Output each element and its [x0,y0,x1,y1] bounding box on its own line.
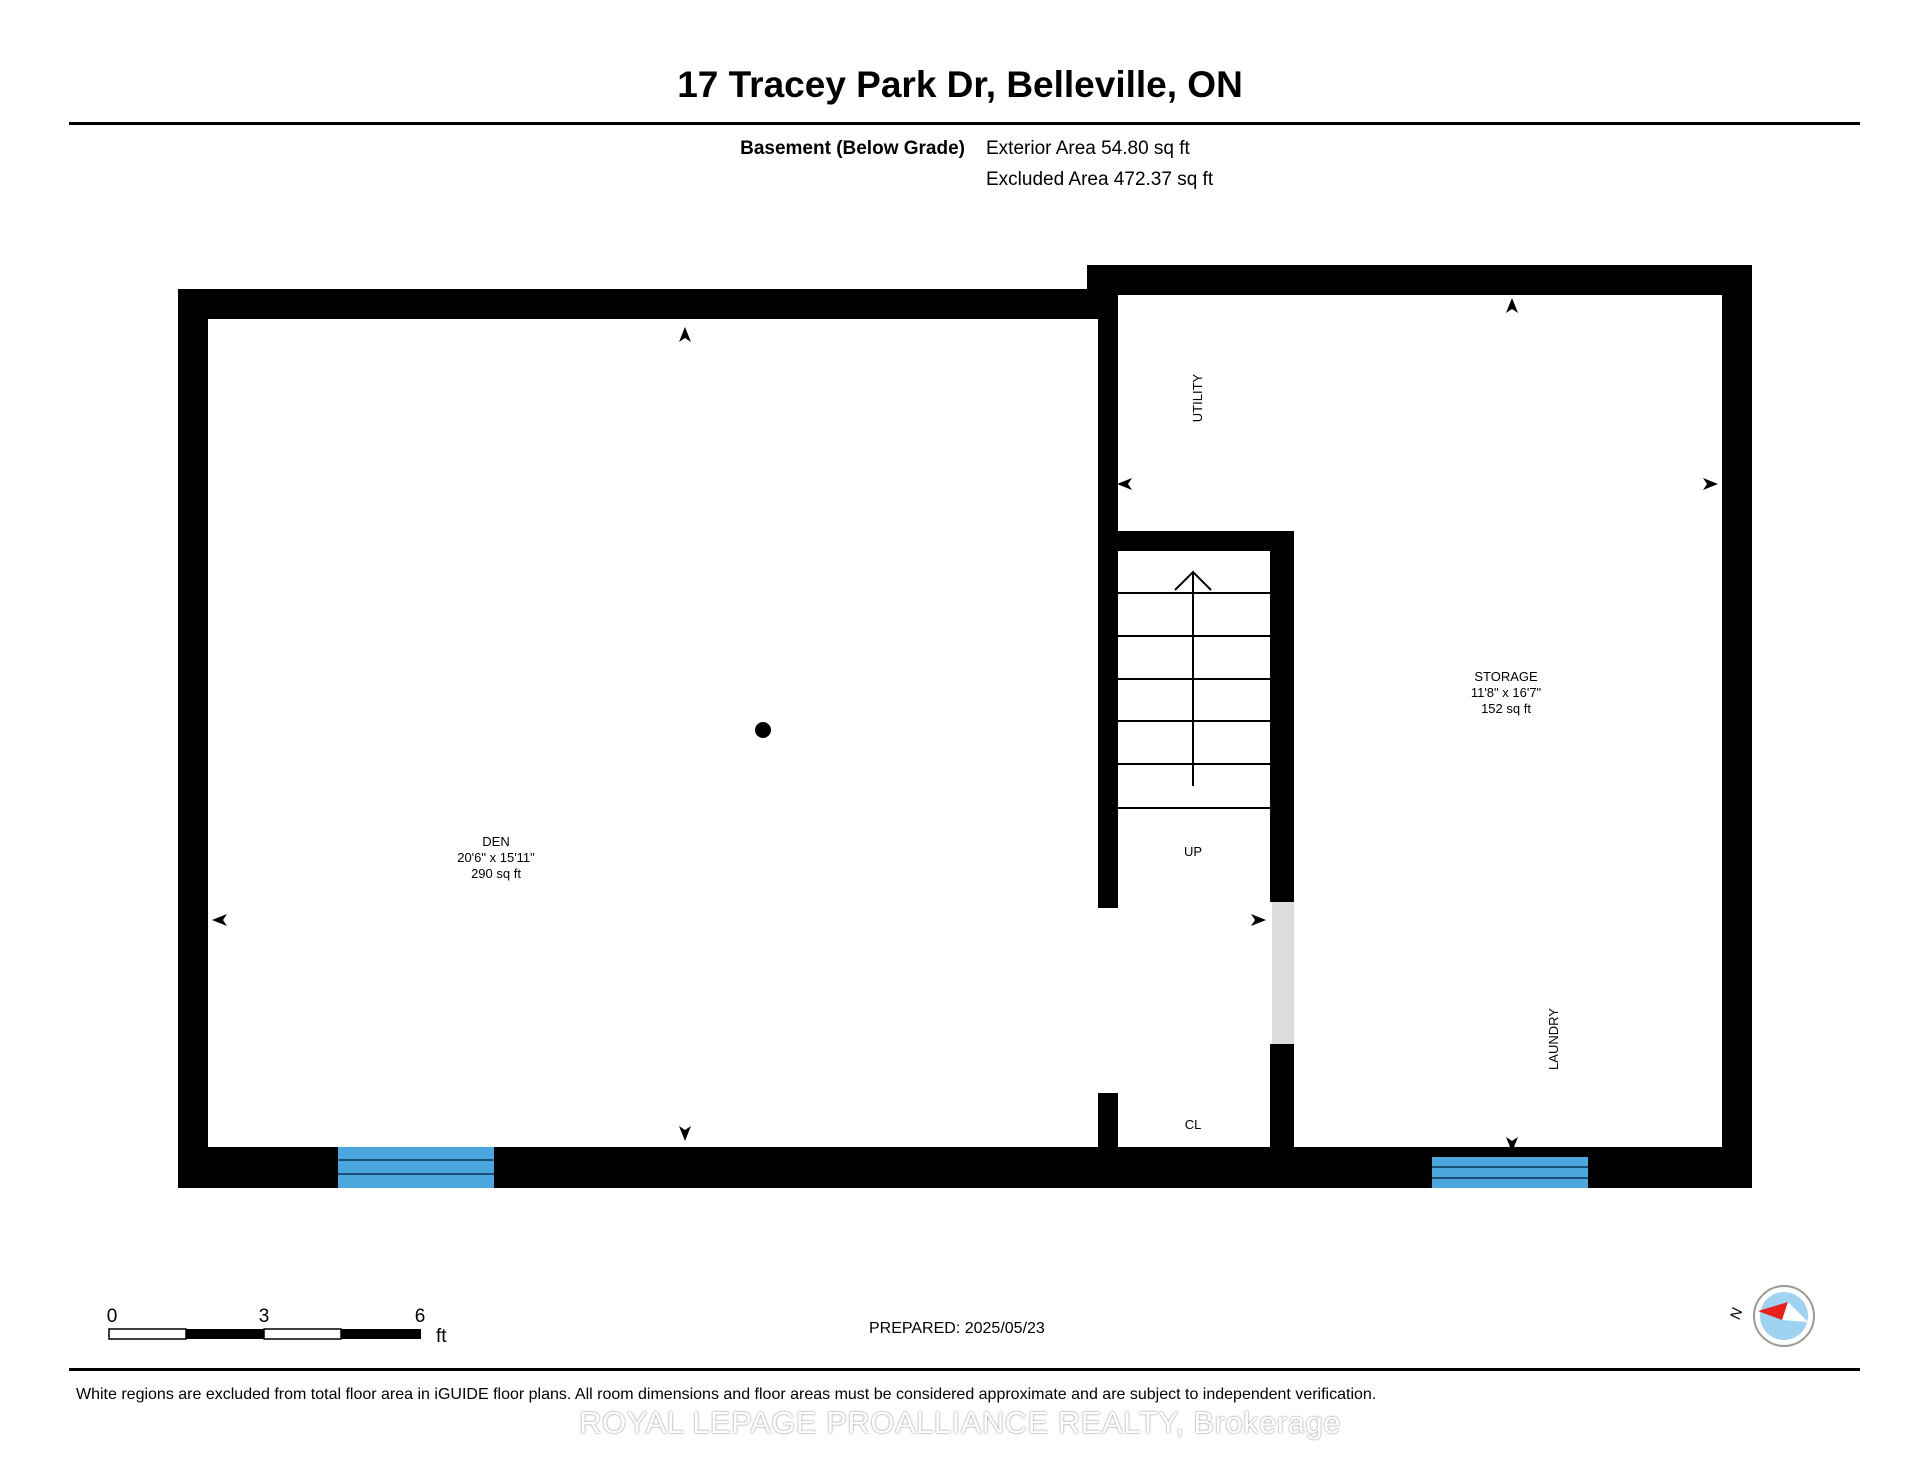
arrow-down-icon [1506,1137,1518,1152]
compass-icon: N [1727,1285,1815,1347]
scale-tick-6: 6 [415,1306,426,1327]
wall-stair-right-upper [1270,531,1294,902]
storage-dims: 11'8" x 16'7" [1471,685,1542,700]
wall-den-top [178,289,1098,319]
storage-name: STORAGE [1474,669,1538,684]
scale-bar: 0 3 6 ft [107,1306,448,1347]
arrow-down-icon [679,1126,691,1141]
excluded-area: Excluded Area 472.37 sq ft [986,169,1214,190]
wall-storage-top [1087,265,1752,295]
storage-label: STORAGE 11'8" x 16'7" 152 sq ft [1471,669,1542,716]
arrow-left-icon [1117,478,1132,490]
scale-tick-0: 0 [107,1306,118,1327]
property-title: 17 Tracey Park Dr, Belleville, ON [677,64,1243,105]
up-label: UP [1184,844,1202,859]
stair-up-arrow-icon [1174,570,1212,786]
arrow-right-icon [1703,478,1718,490]
scale-tick-3: 3 [259,1306,270,1327]
exterior-area: Exterior Area 54.80 sq ft [986,138,1190,159]
den-dims: 20'6" x 15'11" [457,850,535,865]
floor-area [208,318,1101,1147]
footer-divider [69,1368,1860,1371]
closet-label: CL [1185,1117,1202,1132]
compass-north-label: N [1727,1306,1746,1321]
header-divider [69,122,1860,125]
dimension-markers [212,298,1718,1152]
storage-area: 152 sq ft [1481,701,1531,716]
wall-closet-bottom [1118,1157,1294,1169]
arrow-right-icon [1251,914,1266,926]
viewpoint-dot-icon [755,722,771,738]
laundry-label: LAUNDRY [1546,1008,1561,1070]
prepared-date: PREPARED: 2025/05/23 [869,1320,1045,1337]
den-name: DEN [482,834,509,849]
walls [178,265,1752,1188]
den-label: DEN 20'6" x 15'11" 290 sq ft [457,834,535,881]
den-area: 290 sq ft [471,866,521,881]
utility-label: UTILITY [1190,373,1205,422]
arrow-up-icon [679,327,691,342]
door-opening [1272,902,1294,1044]
scale-unit: ft [436,1326,447,1347]
wall-partition-upper [1098,289,1118,908]
arrow-left-icon [212,914,227,926]
brokerage-watermark: ROYAL LEPAGE PROALLIANCE REALTY, Brokera… [579,1405,1341,1440]
wall-storage-right [1722,265,1752,1188]
wall-stair-top [1098,531,1294,551]
arrow-up-icon [1506,298,1518,313]
window-den [338,1147,494,1188]
wall-den-left [178,289,208,1188]
wall-partition-lower [1098,1093,1118,1149]
window-storage [1432,1157,1588,1188]
wall-stair-right-lower [1270,1044,1294,1159]
disclaimer-text: White regions are excluded from total fl… [76,1386,1377,1403]
level-label: Basement (Below Grade) [740,138,965,159]
